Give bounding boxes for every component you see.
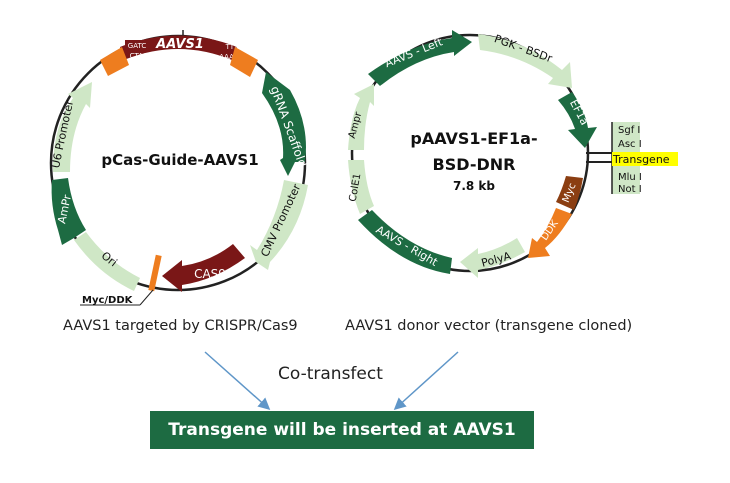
ctag-label: CTAG [130,52,149,60]
transgene-label: Transgene [612,153,670,166]
aavs-right-segment: AAVS - Right [358,210,452,274]
right-plasmid: AAVS - Left PGK - BSDr EF1a Sgf I Asc I … [347,30,678,278]
myc-ddk-tag-marker [148,254,162,292]
grna-scaffold-segment: gRNA Scaffold [262,72,310,176]
cas9-segment: CAS9 [162,244,245,292]
cas9-label: CAS9 [194,267,226,281]
right-arrow [393,351,459,411]
result-banner: Transgene will be inserted at AAVS1 [150,411,534,449]
pgk-bsd-segment: PGK - BSDr [478,32,572,88]
aavs1-label: AAVS1 [155,37,204,52]
ampr-segment: AmPr [51,178,86,245]
left-orange-flank [100,47,129,76]
right-caption: AAVS1 donor vector (transgene cloned) [345,318,633,334]
left-arrow [204,351,271,410]
myc-segment: Myc [556,176,583,210]
gatc-label: GATC [128,42,147,50]
mcs-sites: Sgf I Asc I Transgene Mlu I Not I [586,122,678,195]
ori-segment: Ori [74,232,140,291]
cole1-label: ColE1 [348,173,364,203]
aavs-right-label: AAVS - Right [374,223,441,269]
cotransfect-label: Co-transfect [278,364,383,384]
mlu-site-label: Mlu I [618,172,642,183]
ef1a-segment: EF1a [558,92,597,148]
left-plasmid: AAVS1 GATC CTAG TTTT AAAA gRNA Scaffold … [49,30,310,306]
not-site-label: Not I [618,184,642,195]
right-plasmid-name-line2: BSD-DNR [433,155,516,174]
aavs-left-segment: AAVS - Left [368,30,472,86]
tttt-label: TTTT [225,43,243,51]
left-caption: AAVS1 targeted by CRISPR/Cas9 [63,318,298,334]
right-ampr-segment: Ampr [347,84,374,150]
left-ampr-label: AmPr [55,193,74,225]
cmv-promoter-segment: CMV Promoter [250,180,308,270]
myc-ddk-label: Myc/DDK [82,295,134,306]
cole1-segment: ColE1 [348,160,374,214]
right-plasmid-size: 7.8 kb [453,179,495,193]
right-plasmid-name-line1: pAAVS1-EF1a- [410,129,537,148]
asc-site-label: Asc I [618,139,642,150]
ddk-segment: DDK [528,208,572,258]
left-plasmid-name: pCas-Guide-AAVS1 [101,151,258,169]
aavs1-target-segment: AAVS1 GATC CTAG TTTT AAAA [120,35,243,61]
aaaa-label: AAAA [219,53,239,61]
sgf-site-label: Sgf I [618,125,640,136]
right-orange-flank [230,47,258,77]
